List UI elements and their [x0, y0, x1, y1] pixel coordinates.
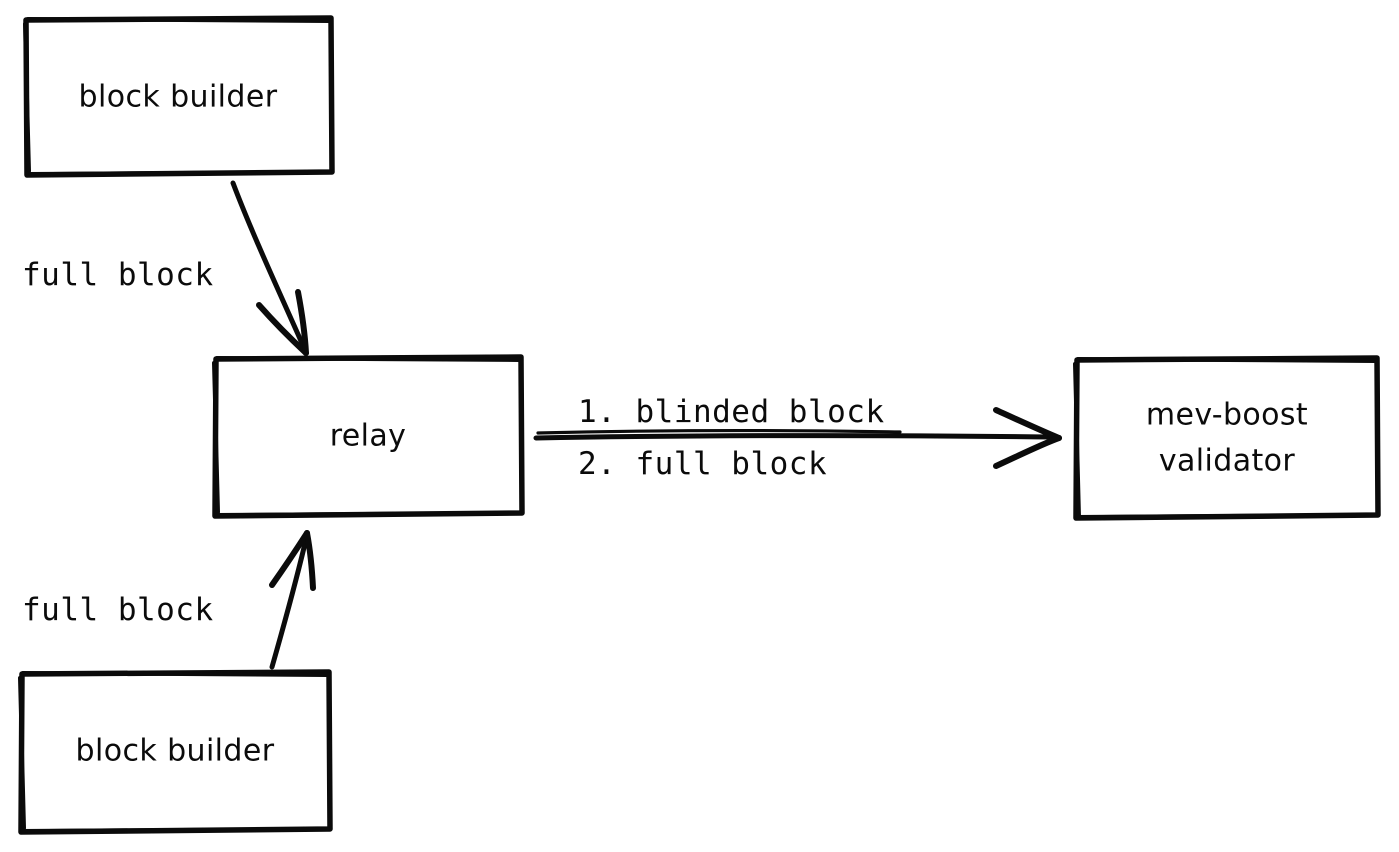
- edge-label-full-block-bottom: full block: [22, 592, 214, 628]
- edge-label-blinded-block: 1. blinded block: [578, 394, 885, 430]
- node-box-sketch-overlay: [212, 356, 524, 517]
- node-box-sketch-overlay: [1073, 357, 1380, 519]
- node-label-block-builder-bottom: block builder: [76, 734, 275, 769]
- node-box-outline: [1073, 355, 1381, 521]
- node-relay[interactable]: relay: [212, 354, 525, 519]
- node-label-relay: relay: [330, 419, 407, 454]
- arrow-head-right-barb: [295, 289, 309, 356]
- edge-line-stroke: [533, 433, 1060, 441]
- node-label-validator-line-2: validator: [1159, 444, 1296, 479]
- edge-line-stroke: [230, 180, 308, 353]
- node-block-builder-top[interactable]: block builder: [23, 15, 335, 178]
- edge-line-stroke-secondary: [536, 429, 902, 435]
- edge-label-full-block-top: full block: [22, 257, 214, 293]
- arrow-head-lower-barb: [993, 435, 1062, 469]
- edge-relay-to-validator[interactable]: 1. blinded block 2. full block: [533, 394, 1062, 482]
- arrow-head-upper-barb: [993, 407, 1062, 441]
- edge-builder-top-to-relay[interactable]: full block: [22, 180, 309, 356]
- edge-builder-bottom-to-relay[interactable]: full block: [22, 530, 316, 670]
- node-label-block-builder-top: block builder: [79, 80, 278, 115]
- node-block-builder-bottom[interactable]: block builder: [18, 669, 333, 835]
- edge-line-stroke: [269, 532, 310, 670]
- edge-label-full-block-relay: 2. full block: [578, 446, 827, 482]
- node-box-sketch-overlay: [18, 671, 332, 833]
- arrow-head-left-barb: [256, 302, 309, 356]
- arrow-head-left-barb: [269, 530, 310, 588]
- node-label-validator-line-1: mev-boost: [1146, 398, 1308, 433]
- node-mev-boost-validator[interactable]: mev-boost validator: [1073, 355, 1381, 521]
- arrow-head-right-barb: [304, 530, 316, 591]
- node-box-sketch-overlay: [23, 17, 334, 176]
